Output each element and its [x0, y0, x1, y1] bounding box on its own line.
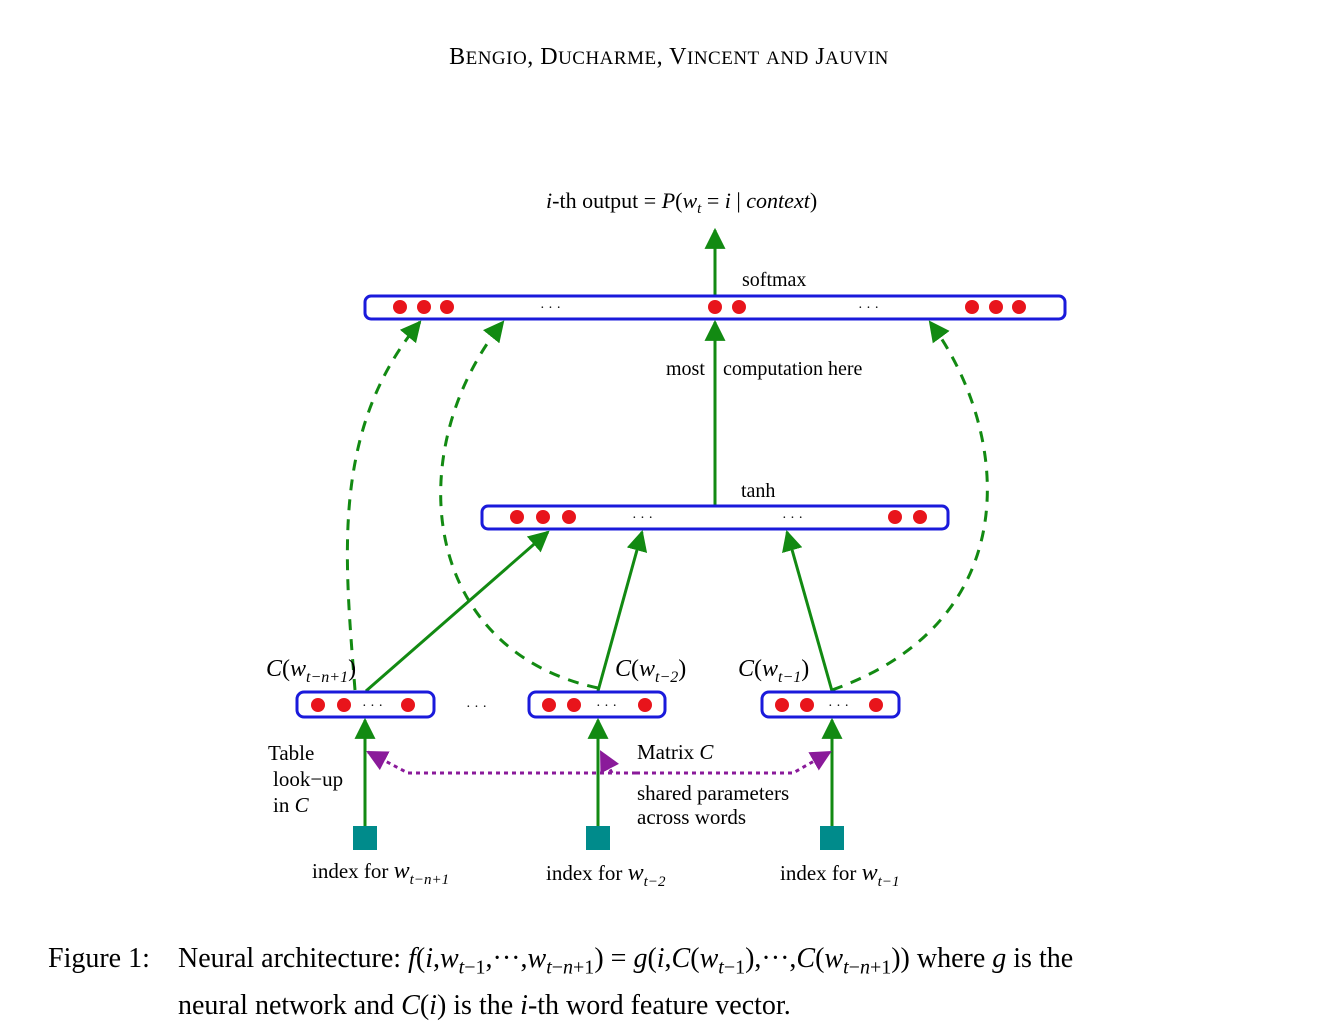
neuron: [800, 698, 814, 712]
neuron: [708, 300, 722, 314]
shared-link-middle: [599, 750, 636, 775]
embedding-dots-2: · · ·: [596, 699, 617, 714]
caption-body: Neural architecture: f(i,wt−1,···,wt−n+1…: [178, 943, 1074, 1021]
neuron: [562, 510, 576, 524]
embedding-label-1: C(wt−n+1): [266, 656, 356, 686]
neuron: [913, 510, 927, 524]
embedding-layer-3: [760, 690, 901, 719]
tanh-layer: [480, 504, 950, 531]
softmax-dots-right: · · ·: [858, 301, 879, 316]
between-embeddings-dots: · · ·: [466, 700, 487, 715]
embedding-layer-1: [295, 690, 436, 719]
tanh-neurons: [510, 510, 927, 524]
computation-label-right: computation here: [723, 358, 863, 380]
tanh-dots-right: · · ·: [782, 511, 803, 526]
index-node-1: [353, 826, 377, 850]
embedding-to-hidden-arrow-2: [596, 529, 648, 692]
softmax-dots-left: · · ·: [540, 301, 561, 316]
neuron: [311, 698, 325, 712]
computation-label-left: most: [666, 358, 705, 380]
author-vincent: VINCENT: [669, 44, 760, 70]
neuron: [989, 300, 1003, 314]
neuron: [337, 698, 351, 712]
embedding-dots-3: · · ·: [828, 699, 849, 714]
table-lookup-label-line3: in C: [273, 793, 310, 817]
index-label-3: index for wt−1: [780, 860, 899, 890]
embedding-dots-1: · · ·: [362, 699, 383, 714]
index-node-2: [586, 826, 610, 850]
running-header: BENGIO, DUCHARME, VINCENT AND JAUVIN: [449, 44, 889, 70]
softmax-label: softmax: [742, 269, 806, 291]
neuron: [638, 698, 652, 712]
neural-architecture-figure: i-th output = P(wt = i | context) softma…: [266, 188, 1067, 890]
neuron: [542, 698, 556, 712]
matrix-label: Matrix C: [637, 740, 714, 764]
direct-connection-1: [345, 320, 422, 691]
shared-link-left: [366, 750, 612, 775]
index-label-1: index for wt−n+1: [312, 858, 449, 888]
shared-parameters-label: shared parameters across words: [637, 781, 794, 829]
author-ducharme: DUCHARME: [540, 44, 657, 70]
direct-connection-3: [831, 320, 989, 692]
embedding-layer-2: [527, 690, 667, 719]
neuron: [775, 698, 789, 712]
shared-link-right: [636, 750, 832, 775]
embedding-to-hidden-arrow-1: [365, 530, 550, 693]
table-lookup-label: Table look−up: [268, 741, 343, 791]
embedding-to-hidden-arrow-3: [782, 529, 834, 692]
neuron: [1012, 300, 1026, 314]
softmax-layer: [363, 294, 1067, 321]
caption-label: Figure 1:: [48, 943, 150, 974]
neuron: [393, 300, 407, 314]
index-node-3: [820, 826, 844, 850]
author-jauvin: JAUVIN: [815, 44, 889, 70]
embedding-label-2: C(wt−2): [615, 656, 686, 686]
author-bengio: BENGIO: [449, 44, 528, 70]
index-label-2: index for wt−2: [546, 860, 666, 890]
neuron: [732, 300, 746, 314]
neuron: [869, 698, 883, 712]
embedding-neurons: [311, 698, 883, 712]
neuron: [567, 698, 581, 712]
output-label: i-th output = P(wt = i | context): [546, 188, 817, 217]
tanh-label: tanh: [741, 480, 775, 502]
neuron: [401, 698, 415, 712]
neuron: [417, 300, 431, 314]
tanh-dots-left: · · ·: [632, 511, 653, 526]
embedding-label-3: C(wt−1): [738, 656, 809, 686]
direct-connection-2: [439, 320, 599, 690]
neuron: [536, 510, 550, 524]
neuron: [965, 300, 979, 314]
neuron: [888, 510, 902, 524]
softmax-neurons: [393, 300, 1026, 314]
neuron: [440, 300, 454, 314]
neuron: [510, 510, 524, 524]
